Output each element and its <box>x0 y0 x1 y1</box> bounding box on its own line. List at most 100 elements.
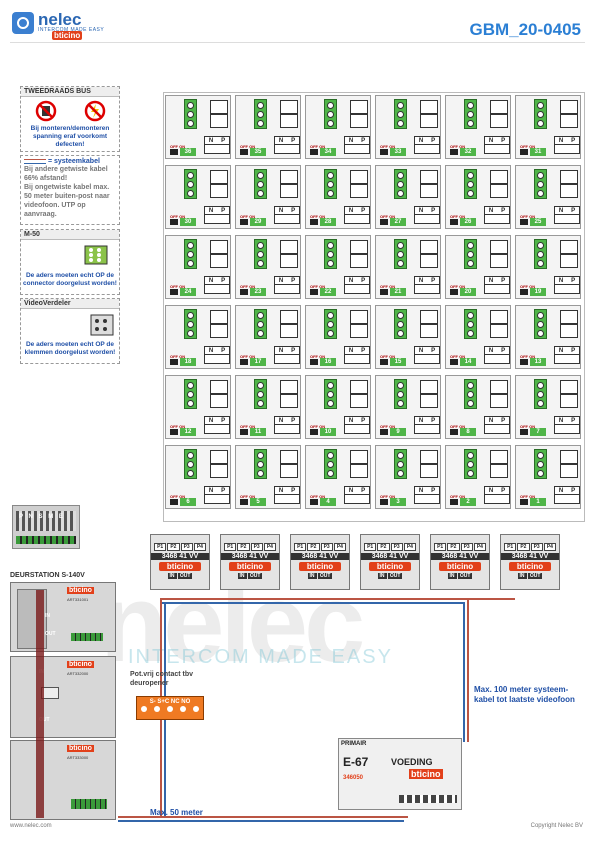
port-label: P4 <box>333 543 346 551</box>
connector-icon <box>254 239 267 269</box>
tile-number: 2 <box>460 498 476 506</box>
np-p-label: P <box>221 278 226 284</box>
document-id: GBM_20-0405 <box>469 20 581 39</box>
np-switch-body <box>344 354 370 364</box>
io-in: IN <box>447 573 457 579</box>
distributor-brand: bticino <box>229 562 271 571</box>
footer-website: www.nelec.com <box>10 823 52 829</box>
np-p-label: P <box>571 488 576 494</box>
connector-icon <box>394 169 407 199</box>
keypad-icon <box>560 184 578 198</box>
connector-icon <box>254 449 267 479</box>
connector-icon <box>534 309 547 339</box>
off-on-switch <box>520 429 528 435</box>
off-on-label: OFF ON <box>450 214 466 219</box>
label-max50: Max. 50 meter <box>150 808 203 817</box>
off-on-label: OFF ON <box>170 284 186 289</box>
connector-icon <box>534 169 547 199</box>
io-in: IN <box>517 573 527 579</box>
connector-icon <box>464 169 477 199</box>
np-n-label: N <box>558 208 564 214</box>
keypad-icon <box>490 114 508 128</box>
np-p-label: P <box>221 208 226 214</box>
np-switch-body <box>484 284 510 294</box>
off-on-label: OFF ON <box>240 284 256 289</box>
np-switch-body <box>344 144 370 154</box>
tile-number: 4 <box>320 498 336 506</box>
off-on-switch <box>380 359 388 365</box>
np-n-label: N <box>348 348 354 354</box>
off-on-switch <box>240 359 248 365</box>
np-n-label: N <box>558 348 564 354</box>
connector-icon <box>464 449 477 479</box>
note-videoverdeler: VideoVerdeler De aders moeten echt OP de… <box>20 298 120 364</box>
off-on-switch <box>380 499 388 505</box>
keypad-icon <box>420 464 438 478</box>
port-label: P4 <box>543 543 556 551</box>
np-switch-body <box>344 424 370 434</box>
note-m50-text: De aders moeten echt OP de connector doo… <box>23 272 117 287</box>
station-brand-3: bticino <box>67 745 94 752</box>
tile-number: 17 <box>250 358 266 366</box>
m50-connector-icon <box>84 245 108 265</box>
np-n-label: N <box>208 488 214 494</box>
connector-icon <box>254 379 267 409</box>
np-n-label: N <box>278 488 284 494</box>
np-n-label: N <box>208 348 214 354</box>
np-switch-body <box>344 214 370 224</box>
screen-icon <box>490 240 508 254</box>
np-switch-body <box>554 494 580 504</box>
bticino-logo: bticino <box>52 31 83 40</box>
off-on-label: OFF ON <box>310 284 326 289</box>
off-on-switch <box>310 429 318 435</box>
np-switch-body <box>484 354 510 364</box>
port-label: P2 <box>167 543 180 551</box>
keypad-icon <box>280 464 298 478</box>
label-max100: Max. 100 meter systeem-kabel tot laatste… <box>474 685 575 704</box>
tile-number: 12 <box>180 428 196 436</box>
connector-icon <box>184 379 197 409</box>
np-p-label: P <box>361 278 366 284</box>
port-label: P1 <box>504 543 517 551</box>
np-n-label: N <box>278 348 284 354</box>
np-p-label: P <box>291 418 296 424</box>
np-switch-body <box>204 354 230 364</box>
brand-tagline: INTERCOM MADE EASY <box>38 27 105 33</box>
keypad-icon <box>210 464 228 478</box>
np-p-label: P <box>571 348 576 354</box>
np-switch-body <box>344 284 370 294</box>
header-divider <box>10 42 585 43</box>
screen-icon <box>560 450 578 464</box>
np-switch-body <box>274 494 300 504</box>
io-out: OUT <box>177 573 193 579</box>
note-bus-text: Bij monteren/demonteren spanning eraf vo… <box>30 125 110 148</box>
tile-number: 28 <box>320 218 336 226</box>
screen-icon <box>210 310 228 324</box>
tile-number: 20 <box>460 288 476 296</box>
port-label: P2 <box>517 543 530 551</box>
tile-number: 23 <box>250 288 266 296</box>
port-label: P1 <box>154 543 167 551</box>
np-p-label: P <box>501 138 506 144</box>
tile-number: 34 <box>320 148 336 156</box>
screen-icon <box>560 170 578 184</box>
keypad-icon <box>560 254 578 268</box>
keypad-icon <box>490 184 508 198</box>
np-switch-body <box>414 494 440 504</box>
off-on-label: OFF ON <box>240 214 256 219</box>
